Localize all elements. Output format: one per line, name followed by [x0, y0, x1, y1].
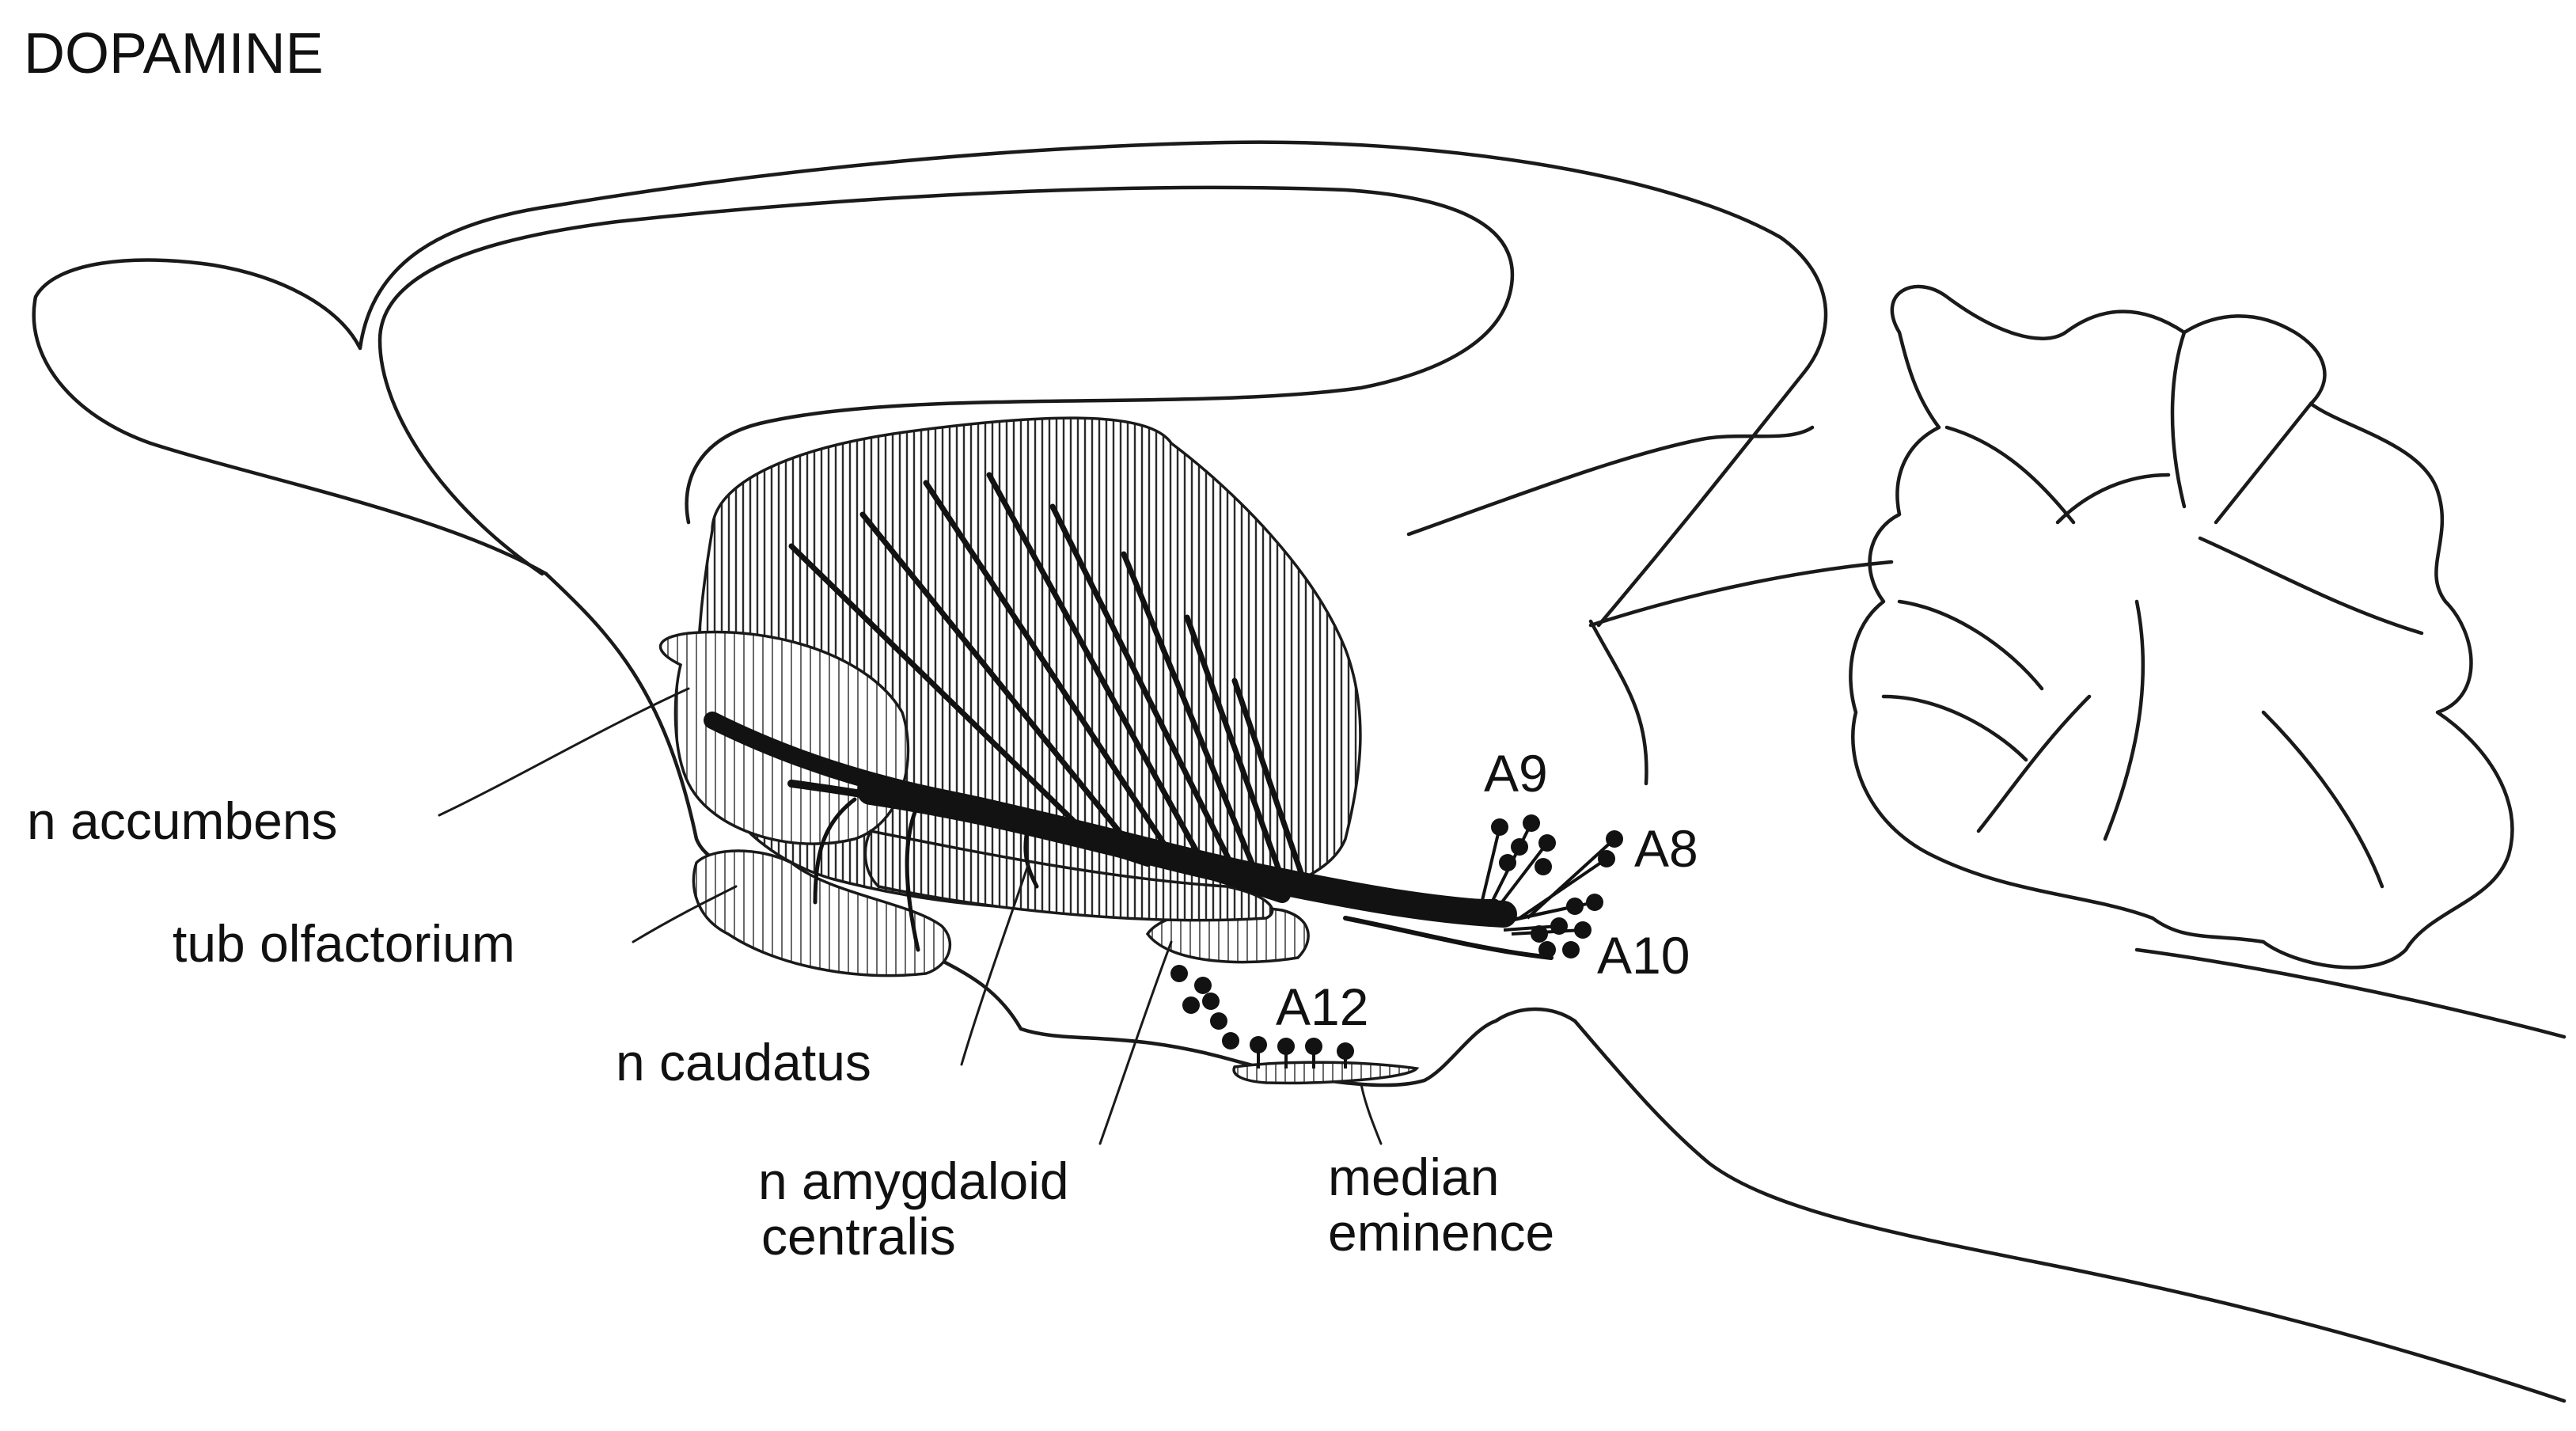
median-eminence-label-line1: median — [1328, 1148, 1499, 1206]
cell-stalk-fiber — [1503, 924, 1560, 932]
a9-cell — [1491, 818, 1508, 836]
a10-cell — [1550, 917, 1568, 935]
a8-cell — [1606, 830, 1623, 848]
diagram-title: DOPAMINE — [24, 22, 324, 85]
a8-label: A8 — [1634, 819, 1698, 878]
a9-cell — [1535, 858, 1552, 875]
tub-olfactorium-label: tub olfactorium — [173, 914, 515, 973]
cerebellum-folia — [1881, 330, 2424, 889]
a12-cell — [1250, 1036, 1267, 1053]
olfactory-branch-fibers — [813, 789, 1039, 952]
a12-label: A12 — [1276, 977, 1368, 1036]
a12-cell — [1337, 1042, 1354, 1060]
n-accumbens-label: n accumbens — [27, 791, 338, 850]
corpus-callosum-outline — [377, 185, 1515, 576]
a9-cell — [1499, 854, 1516, 871]
a12-cell — [1305, 1038, 1322, 1055]
a9-label: A9 — [1484, 744, 1548, 803]
a9-cell — [1511, 838, 1528, 856]
a12-cell — [1182, 996, 1200, 1014]
a9-cell — [1538, 834, 1556, 852]
n-caudatus-label: n caudatus — [616, 1033, 871, 1091]
n-amygdaloid-label-line2: centralis — [761, 1207, 956, 1266]
a12-cell — [1170, 965, 1188, 982]
fan-fiber-line — [1184, 614, 1285, 882]
cell-stalk-fiber — [1494, 841, 1549, 912]
fan-fiber-line — [859, 511, 1135, 850]
cell-stalk-fiber — [1526, 837, 1616, 920]
midbrain-outline — [1406, 425, 1894, 628]
a10-cell — [1566, 898, 1584, 915]
fan-fiber-line — [1121, 551, 1261, 882]
a10-cell — [1531, 925, 1548, 943]
median-eminence-leader — [1360, 1083, 1383, 1145]
n-caudatus-region — [863, 829, 1274, 922]
fan-fiber-line — [1231, 678, 1309, 890]
a12-cell — [1222, 1032, 1239, 1050]
n-accumbens-leader — [438, 687, 690, 817]
fan-fiber-line — [986, 472, 1206, 866]
a8-cell — [1598, 850, 1615, 867]
a12-cell — [1277, 1038, 1295, 1055]
cell-stalk-fiber — [1478, 826, 1501, 911]
tub-olfactorium-leader — [632, 885, 738, 943]
fan-fiber-line — [788, 543, 1095, 842]
dopamine-fiber-bundle — [704, 712, 1554, 960]
brainstem-outline — [2134, 947, 2567, 1039]
a10-cell — [1562, 941, 1580, 958]
striatal-fan-fibers — [788, 472, 1309, 890]
cell-stalk-fiber — [1518, 857, 1608, 920]
cerebellum-outline — [1849, 284, 2514, 970]
a9-cell — [1523, 814, 1540, 832]
n-amygdaloid-leader — [1098, 940, 1173, 1145]
dopamine-cell-groups — [1170, 814, 1623, 1069]
fan-fiber-line — [923, 480, 1174, 858]
tub-olfactorium-region — [692, 849, 951, 977]
brain-outline — [32, 140, 1828, 786]
a10-cell — [1586, 894, 1603, 911]
n-caudatus-leader — [960, 861, 1030, 1066]
fan-fiber-line — [1049, 503, 1238, 874]
n-amygdaloid-label-line1: n amygdaloid — [758, 1152, 1069, 1210]
median-eminence-label-line2: eminence — [1328, 1203, 1554, 1262]
a10-cell — [1574, 921, 1592, 939]
a10-cell — [1538, 941, 1556, 958]
a12-cell — [1202, 993, 1220, 1010]
median-eminence-region — [1232, 1061, 1420, 1085]
a12-cell — [1210, 1012, 1227, 1030]
a10-label: A10 — [1597, 926, 1690, 985]
a12-cell — [1194, 977, 1212, 994]
